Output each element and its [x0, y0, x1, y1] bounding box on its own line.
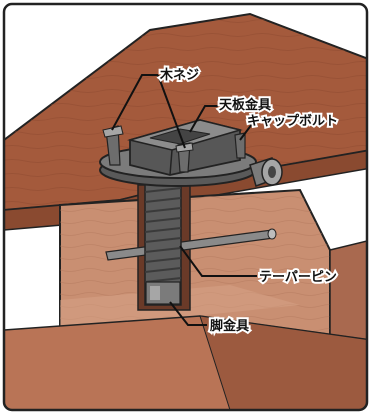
label-cap-bolt: キャップボルト: [247, 113, 338, 129]
label-taper-pin: テーパーピン: [259, 270, 337, 285]
label-wood-screw: 木ネジ: [159, 67, 199, 83]
leader-cap-bolt: [239, 119, 272, 141]
top-plate-bracket: [99, 119, 257, 187]
label-top-plate-bracket: 天板金具: [219, 97, 271, 113]
outer-frame: [2, 2, 369, 412]
leader-top-plate-bracket: [189, 105, 218, 133]
leader-leg-bracket: [169, 301, 207, 326]
leg-bracket: [144, 179, 182, 306]
leader-wood-screw: [111, 74, 158, 131]
labels: 木ネジ 天板金具 キャップボルト テーパーピン 脚金具: [157, 65, 340, 336]
leader-lines: [111, 74, 272, 326]
label-leg-bracket: 脚金具: [210, 318, 249, 334]
wood-screws: [102, 125, 246, 173]
cap-bolt: [249, 157, 283, 187]
leader-wood-screw-2: [157, 74, 186, 149]
leader-taper-pin: [179, 245, 257, 277]
